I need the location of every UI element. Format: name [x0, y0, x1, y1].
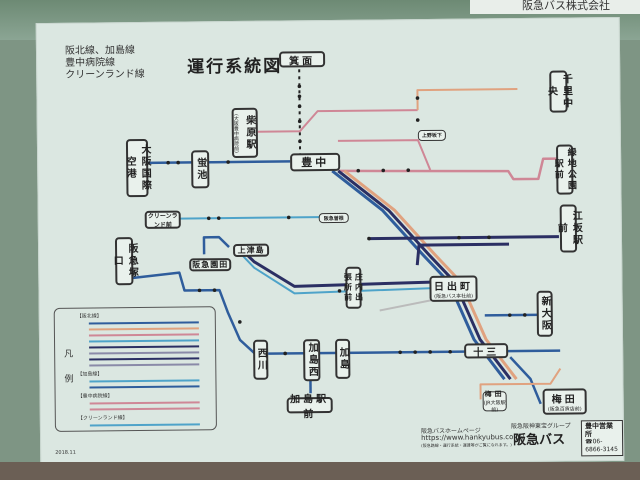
terminal-shibahara: (大阪豊中病院前)柴原駅: [231, 107, 259, 159]
route-kamitsushima-2: [238, 251, 440, 295]
print-date: 2018.11: [55, 449, 76, 456]
terminal-label: 柴原駅: [243, 114, 256, 151]
terminal-uenosakashita: 上野坂下: [417, 129, 446, 142]
terminal-hankyu-sone: 阪急曽根: [318, 212, 349, 224]
company-sign: 阪急バス株式会社: [470, 0, 640, 14]
legend-row: [88, 327, 199, 331]
route-esaka: [368, 235, 559, 241]
legend-section: 【クリーンランド線】: [77, 415, 128, 422]
terminal-hidecho: 日出町(阪急バス本社前): [429, 275, 478, 302]
terminal-senri-chuo: 千里中央: [545, 70, 572, 113]
terminal-label: 日出町: [433, 281, 474, 293]
terminal-nishikawa: 西川: [253, 339, 269, 380]
terminal-sublabel: (阪急バス本社前): [434, 293, 474, 300]
terminal-label: 江坂駅前: [555, 210, 582, 247]
terminal-label: 梅田: [484, 390, 505, 399]
terminal-umeda-jr: 梅田(JR大阪駅前): [482, 390, 507, 414]
terminal-label: 緑地公園駅前: [552, 147, 576, 192]
terminal-label: 梅田: [551, 394, 578, 406]
route-esaka-2: [415, 242, 510, 266]
terminal-esaka: 江坂駅前: [555, 204, 582, 253]
legend-row: [89, 385, 200, 389]
route-ueno: [337, 139, 432, 171]
terminal-label: 十三: [473, 347, 500, 359]
terminal-cleanland: クリーンランド前: [144, 210, 181, 229]
terminal-label: 上津島: [237, 245, 265, 255]
terminal-label: 阪急塚口: [111, 243, 138, 280]
legend-row: [89, 407, 200, 411]
route-umeda-loop: [479, 368, 562, 400]
office-info: 豊中営業所 ☎06-6866-3145: [580, 419, 624, 457]
terminal-label: 大阪国際空港: [124, 143, 151, 192]
legend-row: [89, 423, 200, 427]
route-senri: [416, 88, 518, 111]
legend-row: [88, 333, 199, 337]
photo-bottom-frame: [0, 462, 640, 480]
terminal-label: 加島西: [306, 342, 318, 379]
terminal-umeda-hankyu: 梅田(阪急百貨店前): [542, 388, 587, 415]
terminal-sonoda: 阪急園田: [189, 258, 232, 272]
terminal-sublabel: (大阪豊中病院前): [232, 113, 240, 153]
legend-row: [89, 379, 200, 383]
route-juso-umeda: [509, 356, 542, 405]
terminal-label: 加島駅前: [290, 394, 330, 421]
terminal-hotarugaike: 蛍池: [191, 150, 210, 189]
terminal-label: 豊中: [301, 156, 330, 170]
legend-mark: 凡例: [62, 348, 73, 399]
terminal-kashima: 加島: [335, 338, 351, 379]
terminal-label: クリーンランド前: [147, 212, 178, 229]
office-name: 豊中営業所: [584, 422, 613, 439]
terminal-label: 阪急曽根: [323, 215, 344, 222]
route-shin-osaka: [484, 313, 545, 317]
terminal-label: 加島: [337, 346, 349, 371]
route-ryokuchi: [338, 157, 559, 181]
terminal-shin-osaka: 新大阪: [536, 290, 554, 337]
legend-row: [89, 363, 200, 367]
homepage-url[interactable]: https://www.hankyubus.co.jp/: [421, 432, 525, 443]
terminal-kashimanishi: 加島西: [303, 339, 321, 382]
terminal-tsukaguchi: 阪急塚口: [111, 237, 137, 286]
terminal-label: 阪急園田: [192, 260, 229, 270]
legend-row: [89, 357, 200, 361]
terminal-juso: 十三: [464, 343, 509, 359]
homepage-note: (阪急路線・運行系統・運賃等がご覧になれます。): [421, 442, 512, 449]
terminal-kashima-eki: 加島駅前: [286, 394, 333, 420]
terminal-shonai: 庄内出張所前: [343, 266, 364, 309]
terminal-label: 箕面: [289, 55, 316, 67]
route-sonoda: [202, 235, 230, 255]
terminal-label: 新大阪: [539, 295, 551, 332]
route-tsukaguchi-nishikawa: [131, 271, 257, 355]
route-shibahara: [257, 109, 418, 133]
legend-row: [88, 321, 199, 325]
legend-row: [89, 401, 200, 405]
route-map-poster: 阪北線、加島線 豊中病院線 クリーンランド線 運行系統図: [35, 16, 625, 468]
terminal-ryokuchi: 緑地公園駅前: [553, 144, 576, 195]
terminal-label: 上野坂下: [421, 132, 442, 140]
legend-row: [89, 339, 200, 343]
terminal-kamitsushima: 上津島: [233, 243, 270, 258]
legend-section: 【加島線】: [77, 371, 103, 378]
terminal-label: 庄内出張所前: [343, 272, 364, 303]
terminal-itami-airport: 大阪国際空港: [124, 138, 150, 198]
legend-row: [89, 345, 200, 349]
terminal-minoo: 箕面: [279, 51, 326, 68]
brand-logo: 阪急バス: [513, 432, 566, 449]
legend-section: 【豊中病院線】: [77, 393, 113, 400]
legend-row: [89, 351, 200, 355]
terminal-toyonaka: 豊中: [290, 152, 341, 172]
terminal-label: 千里中央: [545, 73, 572, 110]
bus-stops: [166, 84, 527, 356]
route-cleanland: [178, 216, 329, 220]
office-phone: ☎06-6866-3145: [585, 438, 618, 454]
terminal-sublabel: (阪急百貨店前): [547, 406, 582, 413]
terminal-label: 蛍池: [194, 157, 206, 182]
route-minoo-toyonaka: [298, 69, 302, 162]
terminal-label: 西川: [255, 347, 267, 372]
legend: 凡例 【阪北線】 【加島線】 【豊中病院線】 【クリーンランド線】: [53, 306, 217, 432]
terminal-sublabel: (JR大阪駅前): [483, 400, 506, 414]
legend-section: 【阪北線】: [76, 313, 102, 320]
